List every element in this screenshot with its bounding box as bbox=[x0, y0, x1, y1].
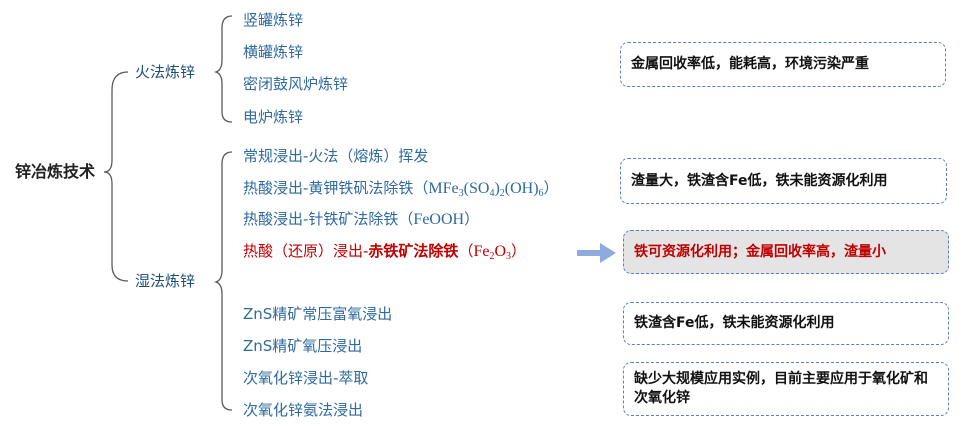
text: 热酸浸出-针铁矿法除铁（ bbox=[243, 210, 414, 228]
note-box: 铁渣含Fe低，铁未能资源化利用 bbox=[623, 302, 949, 345]
f: 2 bbox=[499, 188, 505, 199]
f: O bbox=[494, 243, 507, 260]
f: 3 bbox=[458, 188, 464, 199]
wet-item-goethite: 热酸浸出-针铁矿法除铁（FeOOH） bbox=[243, 209, 479, 230]
text: ） bbox=[543, 179, 559, 197]
note-box: 缺少大规模应用实例，目前主要应用于氧化矿和次氧化锌 bbox=[623, 362, 949, 416]
formula: Fe2O3 bbox=[473, 243, 512, 262]
fire-item: 竖罐炼锌 bbox=[243, 11, 304, 29]
formula: FeOOH bbox=[413, 211, 465, 228]
note-box: 渣量大，铁渣含Fe低，铁未能资源化利用 bbox=[620, 158, 947, 204]
f: 4 bbox=[489, 188, 495, 199]
text: ） bbox=[511, 242, 527, 260]
text: （ bbox=[458, 242, 474, 260]
f: Fe bbox=[473, 243, 490, 260]
wet-brace bbox=[213, 151, 233, 411]
wet-item: 常规浸出-火法（熔炼）挥发 bbox=[243, 147, 429, 165]
wet-method-label: 湿法炼锌 bbox=[135, 272, 196, 290]
arrow-icon bbox=[577, 243, 616, 263]
fire-method-label: 火法炼锌 bbox=[135, 63, 196, 81]
fire-brace bbox=[213, 15, 233, 123]
text: 热酸（还原）浸出- bbox=[243, 242, 369, 260]
f: 2 bbox=[489, 251, 495, 262]
wet-item: 次氧化锌浸出-萃取 bbox=[243, 369, 369, 387]
root-brace bbox=[103, 71, 129, 282]
wet-item-hematite: 热酸（还原）浸出-赤铁矿法除铁（Fe2O3） bbox=[243, 241, 526, 267]
f: 6 bbox=[538, 188, 544, 199]
wet-item: 次氧化锌氨法浸出 bbox=[243, 401, 364, 419]
f: (OH) bbox=[504, 180, 539, 197]
text: 热酸浸出-黄钾铁矾法除铁（ bbox=[243, 179, 429, 197]
f: (SO bbox=[463, 180, 490, 197]
fire-item: 电炉炼锌 bbox=[243, 108, 304, 126]
wet-item: ZnS精矿氧压浸出 bbox=[243, 337, 363, 355]
root-label: 锌冶炼技术 bbox=[15, 162, 96, 181]
fire-item: 横罐炼锌 bbox=[243, 43, 304, 61]
text: 赤铁矿法除铁 bbox=[368, 242, 459, 260]
formula: MFe3(SO4)2(OH)6 bbox=[428, 180, 544, 199]
wet-item-jarosite: 热酸浸出-黄钾铁矾法除铁（MFe3(SO4)2(OH)6） bbox=[243, 178, 559, 204]
text: ） bbox=[464, 210, 480, 228]
note-box: 金属回收率低，能耗高，环境污染严重 bbox=[620, 42, 946, 87]
f: 3 bbox=[506, 251, 512, 262]
fire-item: 密闭鼓风炉炼锌 bbox=[243, 75, 349, 93]
highlight-note-box: 铁可资源化利用；金属回收率高，渣量小 bbox=[623, 230, 949, 274]
f: ) bbox=[494, 180, 500, 197]
f: MFe bbox=[428, 180, 459, 197]
wet-item: ZnS精矿常压富氧浸出 bbox=[243, 305, 393, 323]
